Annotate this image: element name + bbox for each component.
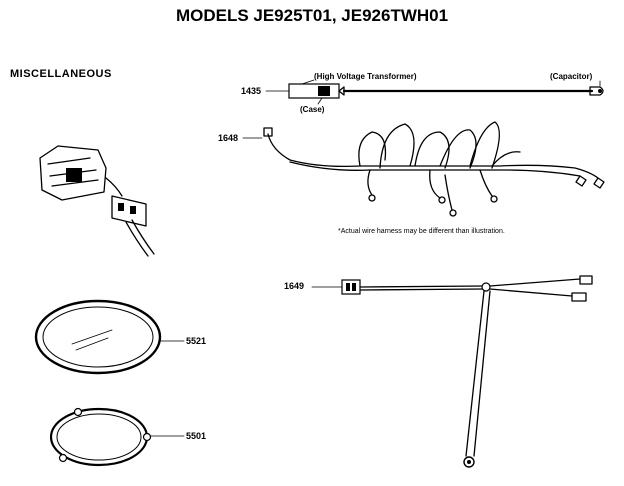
harness-connector-left (263, 127, 273, 137)
door-switch-assembly[interactable] (39, 145, 155, 257)
harness-terminal-4 (490, 195, 498, 203)
harness-trunk-lower (289, 161, 581, 177)
y-harness-run-2 (359, 288, 485, 291)
roller-wheel-1 (73, 407, 83, 417)
roller-wheel-2 (142, 432, 152, 442)
y-harness-connector (341, 279, 361, 295)
part-number-1435: 1435 (241, 86, 261, 96)
roller-wheel-3 (58, 453, 68, 463)
harness-branch-4 (439, 129, 477, 169)
fuse-case (288, 83, 340, 99)
terminal-hole (598, 89, 602, 93)
label-case: (Case) (300, 105, 325, 114)
harness-branch-3 (414, 131, 450, 169)
label-capacitor: (Capacitor) (550, 72, 593, 81)
page-title: MODELS JE925T01, JE926TWH01 (176, 6, 448, 25)
part-1649-y-harness[interactable]: 1649 (284, 275, 593, 468)
connector-pin-2 (352, 283, 356, 291)
switch-cable (125, 221, 149, 257)
y-harness-run (359, 285, 485, 288)
part-5501-roller-ring[interactable]: 5501 (49, 407, 206, 467)
y-harness-splice (481, 282, 491, 292)
tray-glare (71, 329, 113, 351)
y-harness-drop-left (465, 290, 485, 457)
connector-pin-1 (346, 283, 350, 291)
tray-outer-rim (34, 299, 162, 375)
leader-transformer (301, 79, 315, 85)
harness-trunk (267, 133, 599, 179)
harness-terminal-right (593, 177, 605, 189)
part-5521-glass-tray[interactable]: 5521 (34, 299, 206, 375)
harness-drop-2 (429, 169, 441, 199)
harness-branch-6 (491, 151, 521, 167)
y-harness-terminal-lower (571, 292, 587, 302)
ring-inner (56, 413, 142, 461)
y-harness-branch-upper (489, 278, 581, 287)
part-number-5521: 5521 (186, 336, 206, 346)
switch-actuator (66, 168, 82, 182)
switch-cable-2 (131, 219, 155, 255)
part-1435-fuse-assembly[interactable]: 1435 (High Voltage Transformer) (Capacit… (241, 72, 604, 114)
tray-inner-rim (42, 306, 154, 368)
plate-slot-1 (118, 203, 124, 211)
switch-housing (39, 145, 107, 201)
switch-mounting-plate (111, 195, 147, 227)
harness-drop-4 (479, 169, 493, 197)
harness-drop-3 (444, 174, 453, 211)
label-high-voltage-transformer: (High Voltage Transformer) (314, 72, 417, 81)
harness-branch-1 (358, 131, 387, 167)
harness-branch-5 (469, 121, 500, 169)
capacitor-terminal (589, 86, 604, 96)
harness-note: *Actual wire harness may be different th… (338, 228, 505, 235)
part-number-5501: 5501 (186, 431, 206, 441)
part-number-1649: 1649 (284, 281, 304, 291)
section-label: MISCELLANEOUS (10, 68, 112, 80)
part-number-1648: 1648 (218, 133, 238, 143)
fuse-element (318, 86, 330, 96)
harness-terminal-1 (368, 194, 376, 202)
harness-terminal-2 (438, 196, 446, 204)
harness-branch-2 (379, 123, 415, 169)
ring-terminal-hole (467, 460, 471, 464)
plate-slot-2 (130, 206, 136, 214)
y-harness-branch-lower (489, 288, 573, 297)
switch-arrow (105, 177, 123, 197)
y-harness-drop-right (473, 290, 491, 457)
part-1648-wire-harness[interactable]: 1648 *Actual wire harness may be differe… (218, 121, 605, 235)
harness-terminal-right-2 (575, 175, 587, 187)
y-harness-terminal-upper (579, 275, 593, 285)
leader-case (317, 97, 323, 105)
harness-terminal-3 (449, 209, 457, 217)
harness-drop-1 (367, 169, 373, 196)
